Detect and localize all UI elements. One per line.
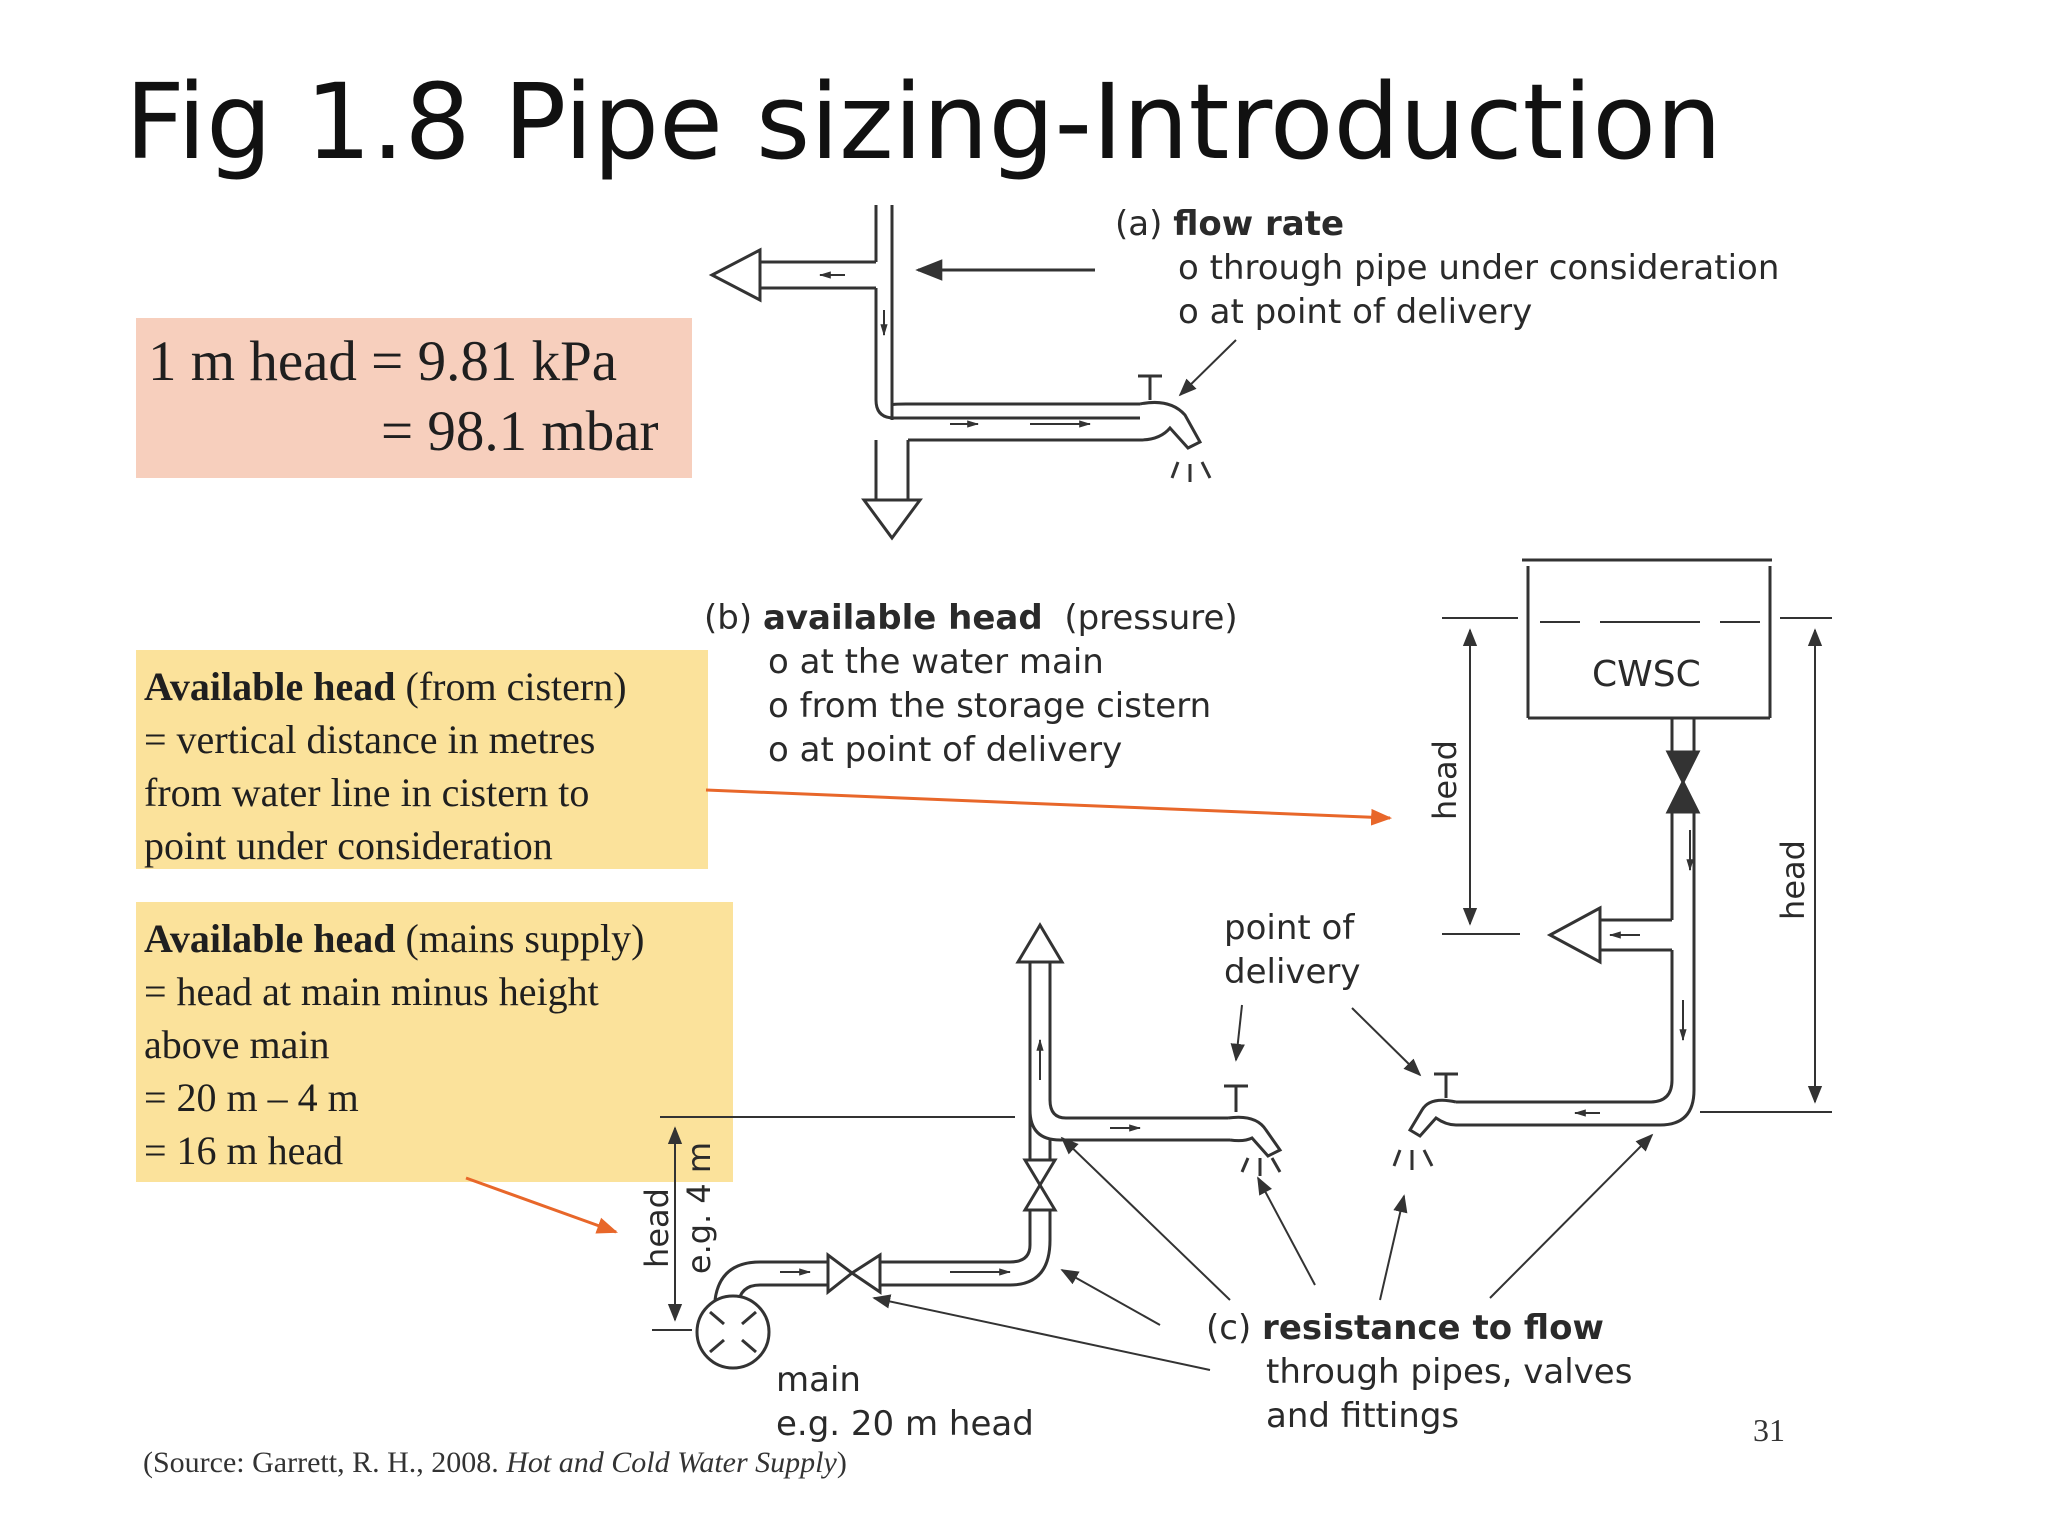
- conversion-box: 1 m head = 9.81 kPa = 98.1 mbar: [136, 318, 692, 478]
- available-head-title: available head: [762, 598, 1043, 638]
- flow-rate-item-1: o through pipe under consideration: [1178, 248, 1780, 288]
- right-tap: [1392, 1072, 1458, 1170]
- slide-title: Fig 1.8 Pipe sizing-Introduction: [125, 61, 1722, 183]
- point-of-delivery-label-2: delivery: [1224, 952, 1361, 992]
- resistance-line-1: through pipes, valves: [1266, 1352, 1633, 1392]
- resistance-heading: (c) resistance to flow: [1206, 1306, 1604, 1350]
- head-label-cistern-short: head: [1426, 740, 1464, 820]
- cistern-box-heading: Available head: [144, 664, 396, 709]
- available-head-item-1: o at the water main: [768, 642, 1104, 682]
- main-label: main: [776, 1360, 861, 1400]
- pointer-arrow-tap: [1178, 339, 1237, 397]
- available-head-item-3: o at point of delivery: [768, 730, 1123, 770]
- mains-box-line-5: = 16 m head: [144, 1128, 344, 1173]
- page-number: 31: [1753, 1412, 1785, 1448]
- water-main: [695, 1294, 771, 1370]
- conversion-line-2: = 98.1 mbar: [381, 400, 659, 463]
- source-suffix: ): [836, 1446, 847, 1479]
- mains-box-line-2: = head at main minus height: [144, 969, 599, 1014]
- mains-box-line-3: above main: [144, 1022, 330, 1067]
- mains-box-heading: Available head: [144, 916, 396, 961]
- resistance-line-2: and fittings: [1266, 1396, 1460, 1436]
- available-head-heading: (b) available head (pressure): [704, 596, 1238, 640]
- head-label-cistern-tall: head: [1774, 840, 1812, 920]
- cistern-head-box: Available head (from cistern) = vertical…: [136, 650, 708, 869]
- orange-arrow-cistern: [705, 788, 1393, 826]
- mains-box-heading-rest: (mains supply): [395, 916, 645, 961]
- flow-rate-heading: (a) flow rate: [1115, 202, 1344, 246]
- cistern-label: CWSC: [1592, 654, 1701, 695]
- point-of-delivery-label-1: point of: [1224, 908, 1355, 948]
- conversion-line-1: 1 m head = 9.81 kPa: [148, 330, 618, 393]
- pointer-delivery-right: [1351, 1007, 1422, 1077]
- source-citation: (Source: Garrett, R. H., 2008. Hot and C…: [143, 1446, 847, 1480]
- mains-box-line-4: = 20 m – 4 m: [144, 1075, 359, 1120]
- mains-riser: [713, 922, 1283, 1306]
- main-head-label: e.g. 20 m head: [776, 1404, 1034, 1444]
- cistern-outlet: [1456, 718, 1701, 1127]
- head-dimension-cistern: [1442, 617, 1832, 1113]
- head-label-main: head: [638, 1188, 676, 1268]
- cistern-box-line-3: from water line in cistern to: [144, 770, 590, 815]
- cistern-box-heading-rest: (from cistern): [395, 664, 627, 709]
- flow-rate-item-2: o at point of delivery: [1178, 292, 1533, 332]
- cistern-box-line-4: point under consideration: [144, 823, 553, 868]
- available-head-pressure: (pressure): [1064, 598, 1238, 638]
- resistance-pointers: [872, 1133, 1654, 1371]
- source-book-title: Hot and Cold Water Supply: [506, 1446, 837, 1479]
- cistern-tank: [1522, 558, 1772, 720]
- flow-rate-title: flow rate: [1173, 204, 1345, 244]
- resistance-title: resistance to flow: [1262, 1308, 1604, 1348]
- mains-head-box: Available head (mains supply) = head at …: [136, 902, 733, 1182]
- head-dimension-main: [652, 1116, 1015, 1331]
- pointer-delivery-left: [1230, 1004, 1245, 1062]
- resistance-tag: (c): [1206, 1308, 1252, 1348]
- flow-rate-tag: (a): [1115, 204, 1163, 244]
- orange-arrow-mains: [465, 1176, 618, 1234]
- available-head-tag: (b): [704, 598, 753, 638]
- cistern-box-line-2: = vertical distance in metres: [144, 717, 596, 762]
- top-pipe-section: [708, 205, 1212, 541]
- eg-4m-label: e.g. 4 m: [680, 1142, 718, 1274]
- source-prefix: (Source: Garrett, R. H., 2008.: [143, 1446, 507, 1479]
- available-head-item-2: o from the storage cistern: [768, 686, 1212, 726]
